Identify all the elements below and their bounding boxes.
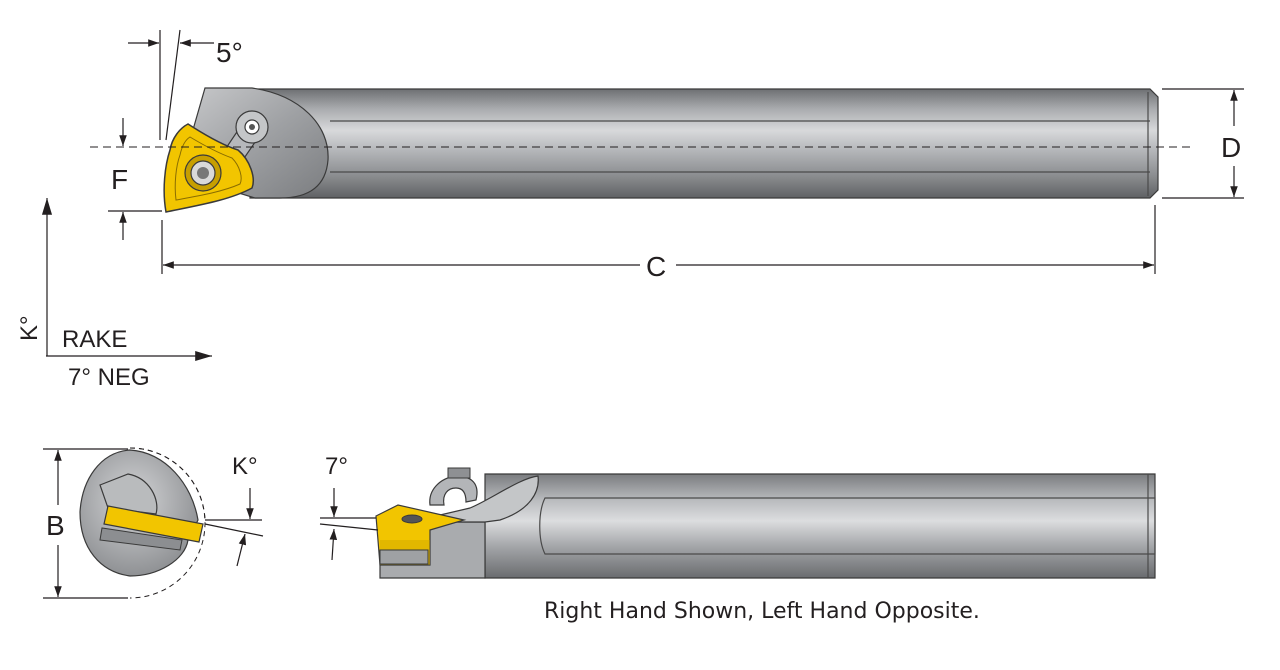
- rake-angle-label: 7° NEG: [68, 364, 150, 391]
- dim-f-label: F: [111, 164, 128, 195]
- end-view: B K°: [43, 447, 264, 599]
- trigon-insert-icon: [163, 123, 254, 213]
- hand-caption: Right Hand Shown, Left Hand Opposite.: [544, 599, 980, 624]
- rake-label: RAKE: [62, 326, 127, 353]
- dim-c-label: C: [646, 251, 666, 282]
- side-view: 7°: [319, 453, 1156, 579]
- top-view: 5° F D C K° RAKE 7° NEG: [16, 29, 1244, 391]
- dim-b-label: B: [46, 510, 65, 541]
- lead-angle-end-label: K°: [232, 453, 258, 480]
- lead-angle-axis-label: K°: [16, 315, 43, 341]
- clearance-angle-label: 7°: [325, 453, 348, 480]
- side-bar-shank: [484, 473, 1156, 579]
- bar-shank: [249, 88, 1159, 199]
- end-view-insert-icon: [103, 505, 204, 543]
- side-lever-clamp-icon: [429, 467, 478, 506]
- relief-angle-label: 5°: [216, 37, 243, 68]
- dim-d-label: D: [1221, 132, 1241, 163]
